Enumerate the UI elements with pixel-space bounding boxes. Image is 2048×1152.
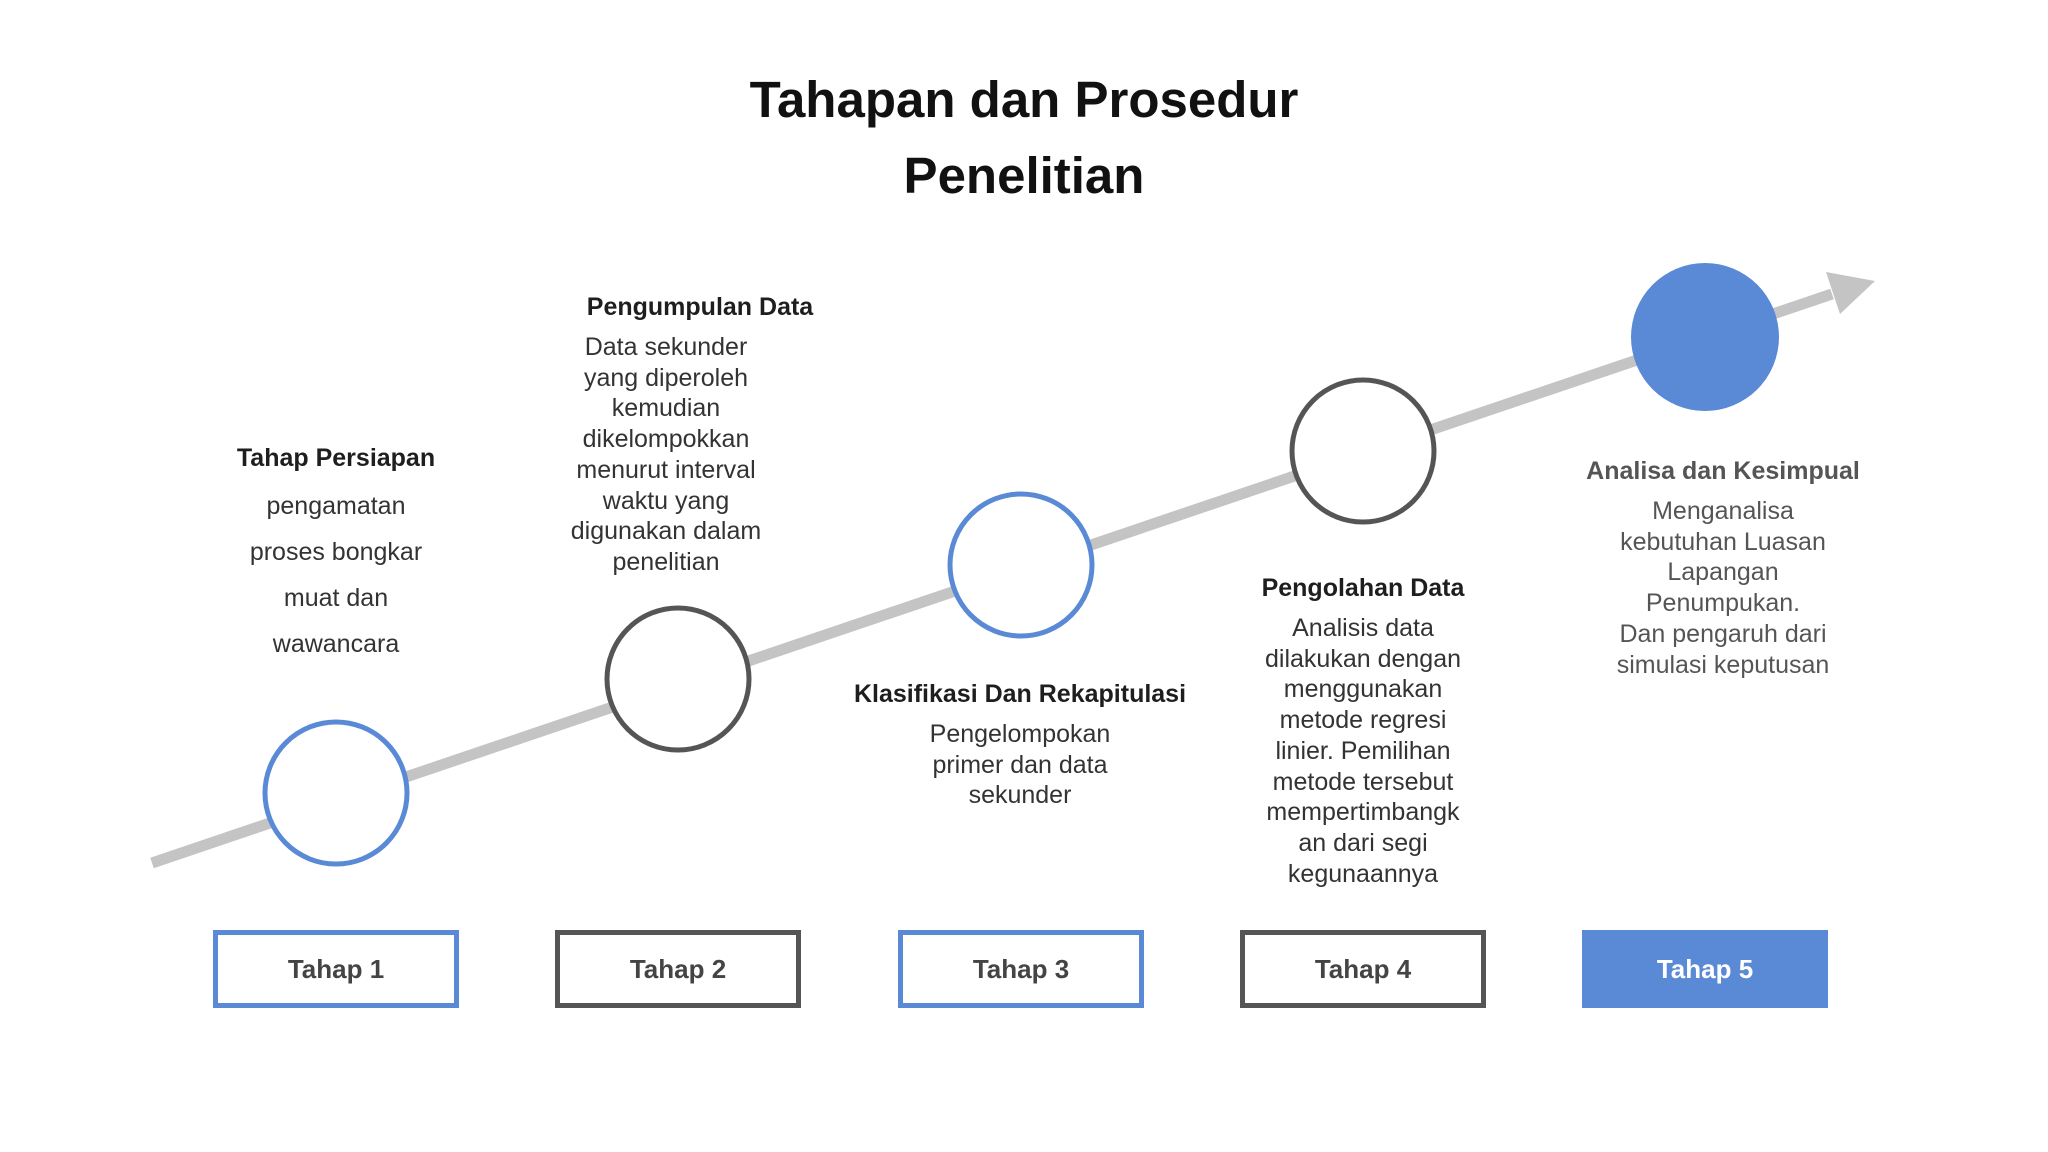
timeline-arrow-head [1826,272,1875,314]
stage-4-body: Analisis data dilakukan dengan menggunak… [1213,613,1513,889]
stage-2-marker [604,605,752,753]
stage-3-body-line: primer dan data [932,750,1108,779]
stage-2-body-line: dikelompokkan [582,425,750,454]
stage-4-body-line: an dari segi [1298,828,1428,857]
stage-3-body: Pengelompokan primer dan data sekunder [830,719,1210,811]
stage-3-body-line: Pengelompokan [929,720,1111,748]
stage-2-body-line: yang diperoleh [583,363,748,392]
stage-2-body-line: digunakan dalam [570,517,762,546]
step-4-box: Tahap 4 [1240,930,1486,1008]
stage-1-body-line: pengamatan [266,492,406,520]
stage-5-body: Menganalisa kebutuhan Luasan Lapangan Pe… [1573,496,1873,680]
stage-5-body-line: Lapangan [1667,558,1779,587]
stage-1-body: pengamatan proses bongkar muat dan wawan… [186,483,486,667]
page-title-line-1: Tahapan dan Prosedur [749,71,1299,128]
page-title: Tahapan dan Prosedur Penelitian [624,62,1424,214]
stage-5-body-line: Menganalisa [1652,497,1794,525]
step-3-box: Tahap 3 [898,930,1144,1008]
stage-5-description: Analisa dan Kesimpual Menganalisa kebutu… [1573,455,1873,680]
stage-5-body-line: Dan pengaruh dari [1619,619,1827,648]
stage-3-body-line: sekunder [968,781,1072,810]
stage-2-body-line: kemudian [611,394,721,423]
stage-1-body-line: muat dan [283,584,389,612]
stage-2-body-line: Data sekunder [584,333,748,361]
stage-1-heading: Tahap Persiapan [236,444,436,472]
stage-4-body-line: Analisis data [1292,614,1434,642]
stage-1-body-line: wawancara [272,630,400,658]
stage-5-marker [1631,263,1779,411]
stage-2-body-line: penelitian [612,547,720,576]
stage-4-body-line: dilakukan dengan [1265,644,1461,673]
stage-4-body-line: menggunakan [1283,675,1443,704]
step-2-box: Tahap 2 [555,930,801,1008]
stage-4-body-line: linier. Pemilihan [1275,736,1451,765]
stage-5-heading: Analisa dan Kesimpual [1586,457,1860,485]
stage-3-heading: Klasifikasi Dan Rekapitulasi [853,680,1187,708]
stage-1-description: Tahap Persiapan pengamatan proses bongka… [186,442,486,667]
stage-5-body-line: Penumpukan. [1645,589,1801,618]
stage-3-marker [947,491,1095,639]
stage-2-body-line: menurut interval [576,455,756,484]
stage-2-description: Pengumpulan Data Data sekunder yang dipe… [540,291,840,578]
stage-4-body-line: kegunaannya [1287,859,1439,888]
stage-4-marker [1289,377,1437,525]
stage-4-body-line: mempertimbangk [1266,798,1460,827]
page-title-line-2: Penelitian [903,147,1145,204]
stage-2-body-line: waktu yang [602,486,730,515]
stage-2-body: Data sekunder yang diperoleh kemudian di… [516,332,816,578]
stage-4-heading: Pengolahan Data [1261,574,1465,602]
stage-2-heading: Pengumpulan Data [586,293,814,321]
stage-4-body-line: metode regresi [1279,706,1447,735]
step-1-box: Tahap 1 [213,930,459,1008]
stage-4-description: Pengolahan Data Analisis data dilakukan … [1213,572,1513,889]
stage-1-marker [262,719,410,867]
step-5-box: Tahap 5 [1582,930,1828,1008]
stage-4-body-line: metode tersebut [1272,767,1454,796]
stage-3-description: Klasifikasi Dan Rekapitulasi Pengelompok… [830,678,1210,811]
stage-1-body-line: proses bongkar [249,538,423,566]
stage-5-body-line: kebutuhan Luasan [1620,527,1826,556]
stage-5-body-line: simulasi keputusan [1616,650,1830,679]
